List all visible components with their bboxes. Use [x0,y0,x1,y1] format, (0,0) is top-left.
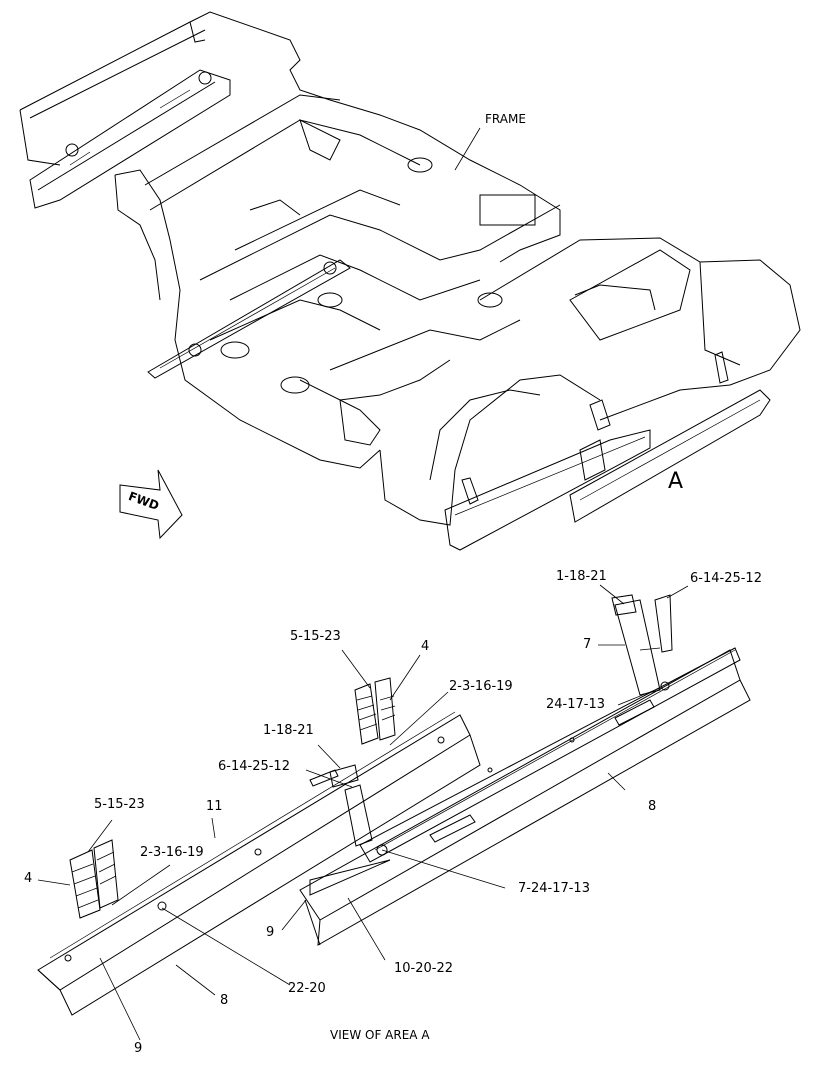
callout-5-15-23-mid: 5-15-23 [290,629,341,644]
callout-9-mid: 9 [266,925,275,940]
detail-drawing [37,584,751,1041]
callout-7-24-17-13: 7-24-17-13 [518,881,590,896]
callout-1-18-21-mid: 1-18-21 [263,723,314,738]
callout-2-3-16-19-mid: 2-3-16-19 [449,679,513,694]
callout-9-bottom: 9 [134,1041,143,1056]
callout-2-3-16-19-left: 2-3-16-19 [140,845,204,860]
machine-frame-drawing [19,11,801,551]
callout-22-20: 22-20 [288,981,326,996]
callout-4-mid: 4 [421,639,430,654]
callout-1-18-21-top: 1-18-21 [556,569,607,584]
callout-7-top: 7 [583,637,592,652]
callout-10-20-22: 10-20-22 [394,961,454,976]
callout-4-left: 4 [24,871,33,886]
callout-6-14-25-12-top: 6-14-25-12 [690,571,762,586]
fwd-arrow-icon [119,469,183,540]
callout-8-bottom: 8 [220,993,229,1008]
callout-6-14-25-12-mid: 6-14-25-12 [218,759,290,774]
frame-label: FRAME [485,112,526,126]
callout-24-17-13: 24-17-13 [546,697,606,712]
area-a-label: A [668,469,684,494]
callout-5-15-23-left: 5-15-23 [94,797,145,812]
callout-11: 11 [206,799,223,814]
view-caption: VIEW OF AREA A [330,1028,430,1042]
callout-8-right: 8 [648,799,657,814]
